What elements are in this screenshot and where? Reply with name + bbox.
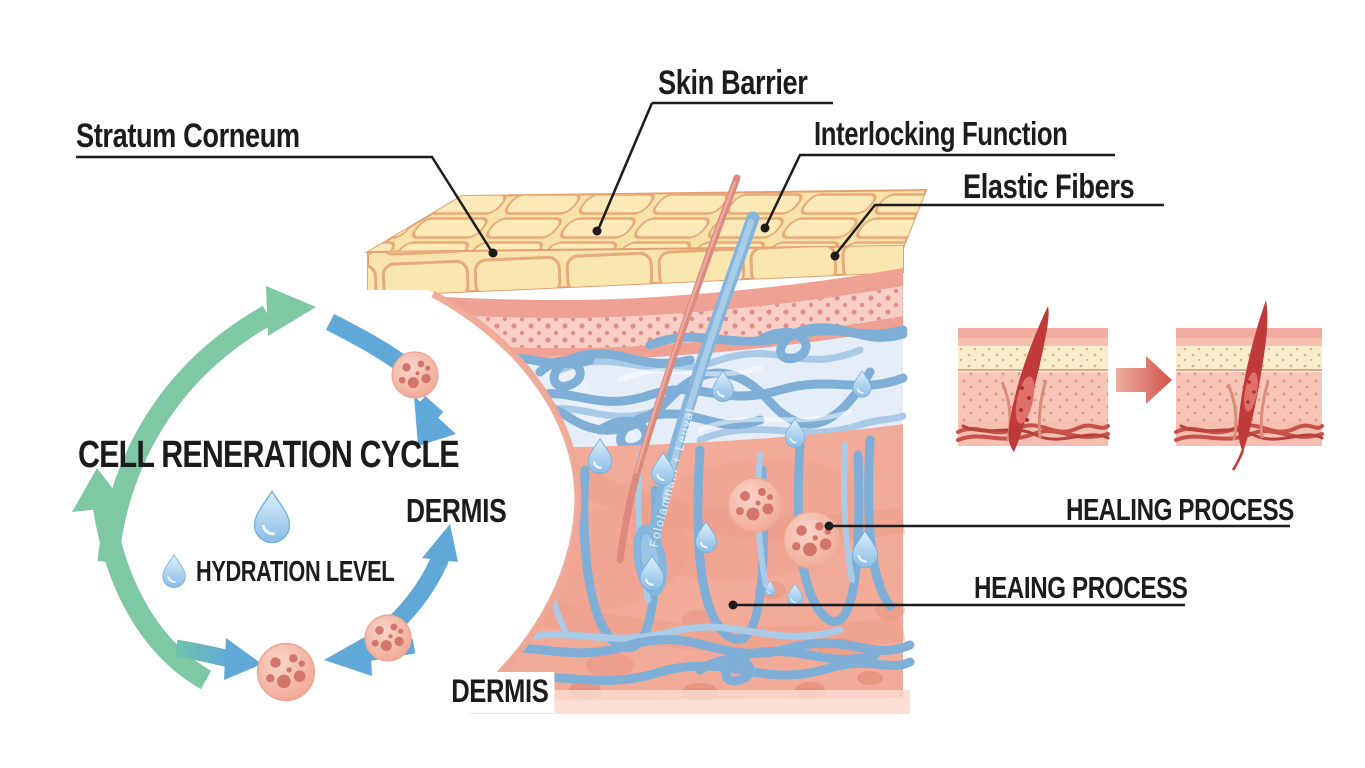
label-skin-barrier: Skin Barrier <box>658 64 808 102</box>
stratum-corneum-layer <box>364 188 928 298</box>
label-dermis-side: DERMIS <box>406 492 507 529</box>
blue-arrowhead-icon <box>422 524 458 562</box>
green-arrowhead-icon <box>266 286 316 336</box>
green-cycle-arrow-icon <box>92 503 212 690</box>
label-healing-process-upper: HEALING PROCESS <box>1066 492 1294 527</box>
blue-cycle-arrow-icon <box>385 548 452 633</box>
teal-arrowhead-icon <box>224 638 262 680</box>
skin-cell-icon <box>256 642 316 702</box>
leader-lines <box>76 101 1290 610</box>
inset-after-panel <box>1174 300 1324 471</box>
skin-cell-icon <box>727 477 783 533</box>
water-drop-icon <box>161 553 187 589</box>
blue-arrowhead-icon <box>414 396 456 446</box>
label-interlocking-function: Interlocking Function <box>814 115 1068 152</box>
label-stratum-corneum: Stratum Corneum <box>76 117 300 155</box>
blue-cycle-arrow-icon <box>325 313 408 372</box>
green-arrowhead-icon <box>72 468 126 512</box>
healing-insets <box>956 300 1324 471</box>
label-elastic-fibers: Elastic Fibers <box>963 168 1135 206</box>
cut-edge-rim <box>431 290 582 701</box>
blue-arrowhead-icon <box>324 634 372 676</box>
cycle-title: CELL RENERATION CYCLE <box>78 434 459 476</box>
skin-cell-icon <box>782 510 842 570</box>
label-hydration-level: HYDRATION LEVEL <box>196 556 395 588</box>
skin-cell-icon <box>364 614 412 662</box>
teal-arrow-icon <box>174 639 232 668</box>
label-healing-process-lower: HEAING PROCESS <box>974 570 1188 605</box>
hair-shaft <box>616 174 741 564</box>
cell-cycle <box>72 286 458 702</box>
healing-arrow-icon <box>1116 356 1172 404</box>
skin-cell-icon <box>391 351 439 399</box>
water-drop-icon <box>252 489 292 545</box>
inset-before-panel <box>956 306 1110 452</box>
label-dermis-bottom: DERMIS <box>448 672 555 713</box>
